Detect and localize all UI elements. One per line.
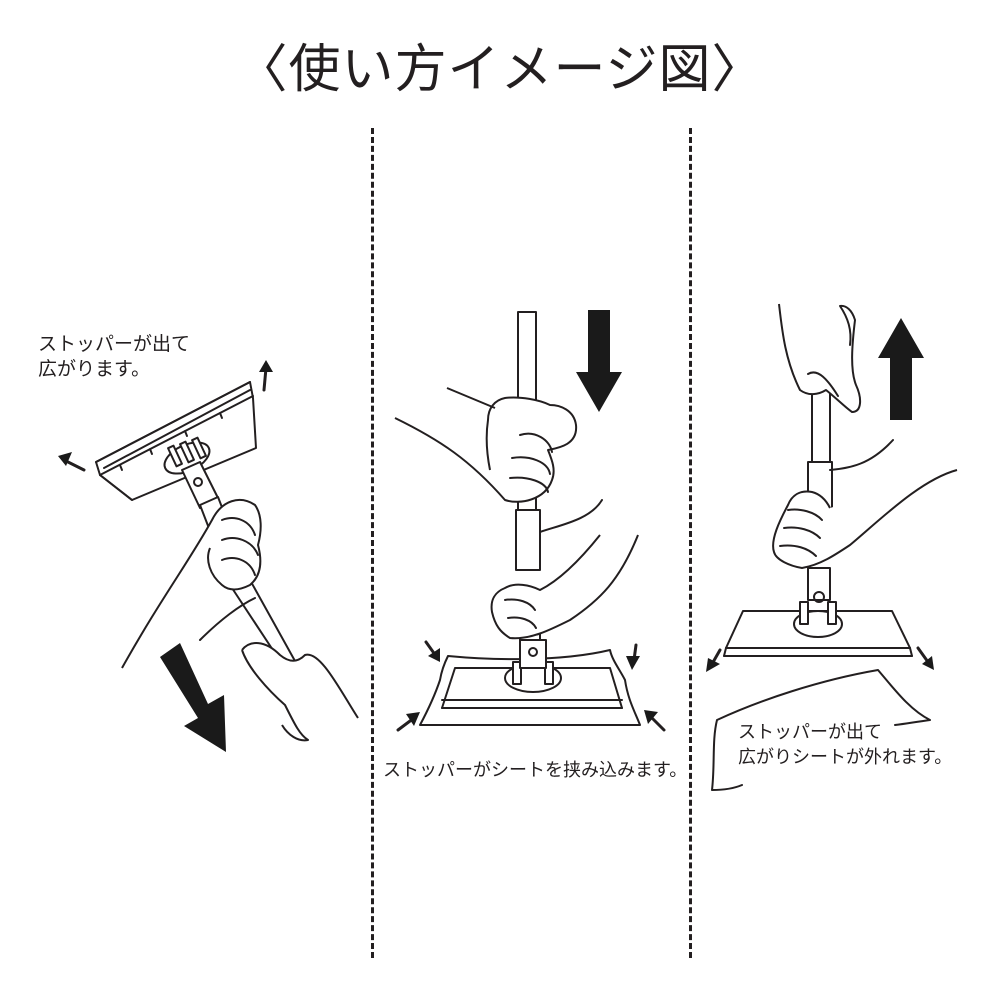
panel-2-caption-line-1: ストッパーがシートを挟み込みます。	[383, 760, 688, 781]
arrow-up-left-small-icon	[644, 710, 666, 732]
panel-1-caption-line-2: 広がります。	[38, 358, 151, 380]
hand-lower-icon	[241, 642, 359, 742]
hand-lower-icon	[490, 534, 639, 640]
mop-handle-icon	[807, 377, 833, 603]
panel-3-caption-line-1: ストッパーが出て	[738, 722, 882, 743]
hand-upper-icon	[778, 303, 862, 413]
arrow-down-left-small-icon	[706, 648, 722, 672]
page-title: 〈使い方イメージ図〉	[235, 40, 765, 100]
dashed-divider-left	[371, 128, 374, 958]
mop-head-icon	[95, 381, 257, 501]
mop-head-icon	[723, 601, 913, 657]
panel-3-caption-line-2: 広がりシートが外れます。	[738, 747, 953, 768]
panel-1-caption: ストッパーが出て 広がります。	[38, 332, 190, 382]
hand-upper-icon	[121, 499, 262, 669]
hand-upper-icon	[394, 387, 578, 503]
hand-lower-icon	[772, 469, 958, 569]
arrow-up-big-icon	[878, 318, 924, 420]
arrow-up-small-icon	[259, 360, 273, 392]
arrow-down-right-small-icon	[916, 646, 934, 670]
panel-2-illustration	[394, 310, 666, 732]
panel-3-caption: ストッパーが出て 広がりシートが外れます。	[738, 720, 952, 770]
arrow-down-right-small-icon	[424, 640, 440, 662]
sheet-and-mop-icon	[419, 639, 641, 726]
panel-3-illustration	[706, 303, 958, 791]
dashed-divider-right	[689, 128, 692, 958]
arrow-down-left-small-icon	[626, 643, 640, 670]
panel-1-caption-line-1: ストッパーが出て	[38, 333, 191, 355]
panel-2-caption: ストッパーがシートを挟み込みます。	[383, 758, 687, 783]
arrow-up-right-small-icon	[396, 712, 420, 732]
arrow-up-left-small-icon	[58, 452, 86, 472]
arrow-down-big-icon	[576, 310, 622, 412]
detached-sheet-icon	[711, 669, 931, 791]
arrow-down-right-big-icon	[160, 643, 226, 752]
panel-1-illustration	[58, 360, 359, 752]
